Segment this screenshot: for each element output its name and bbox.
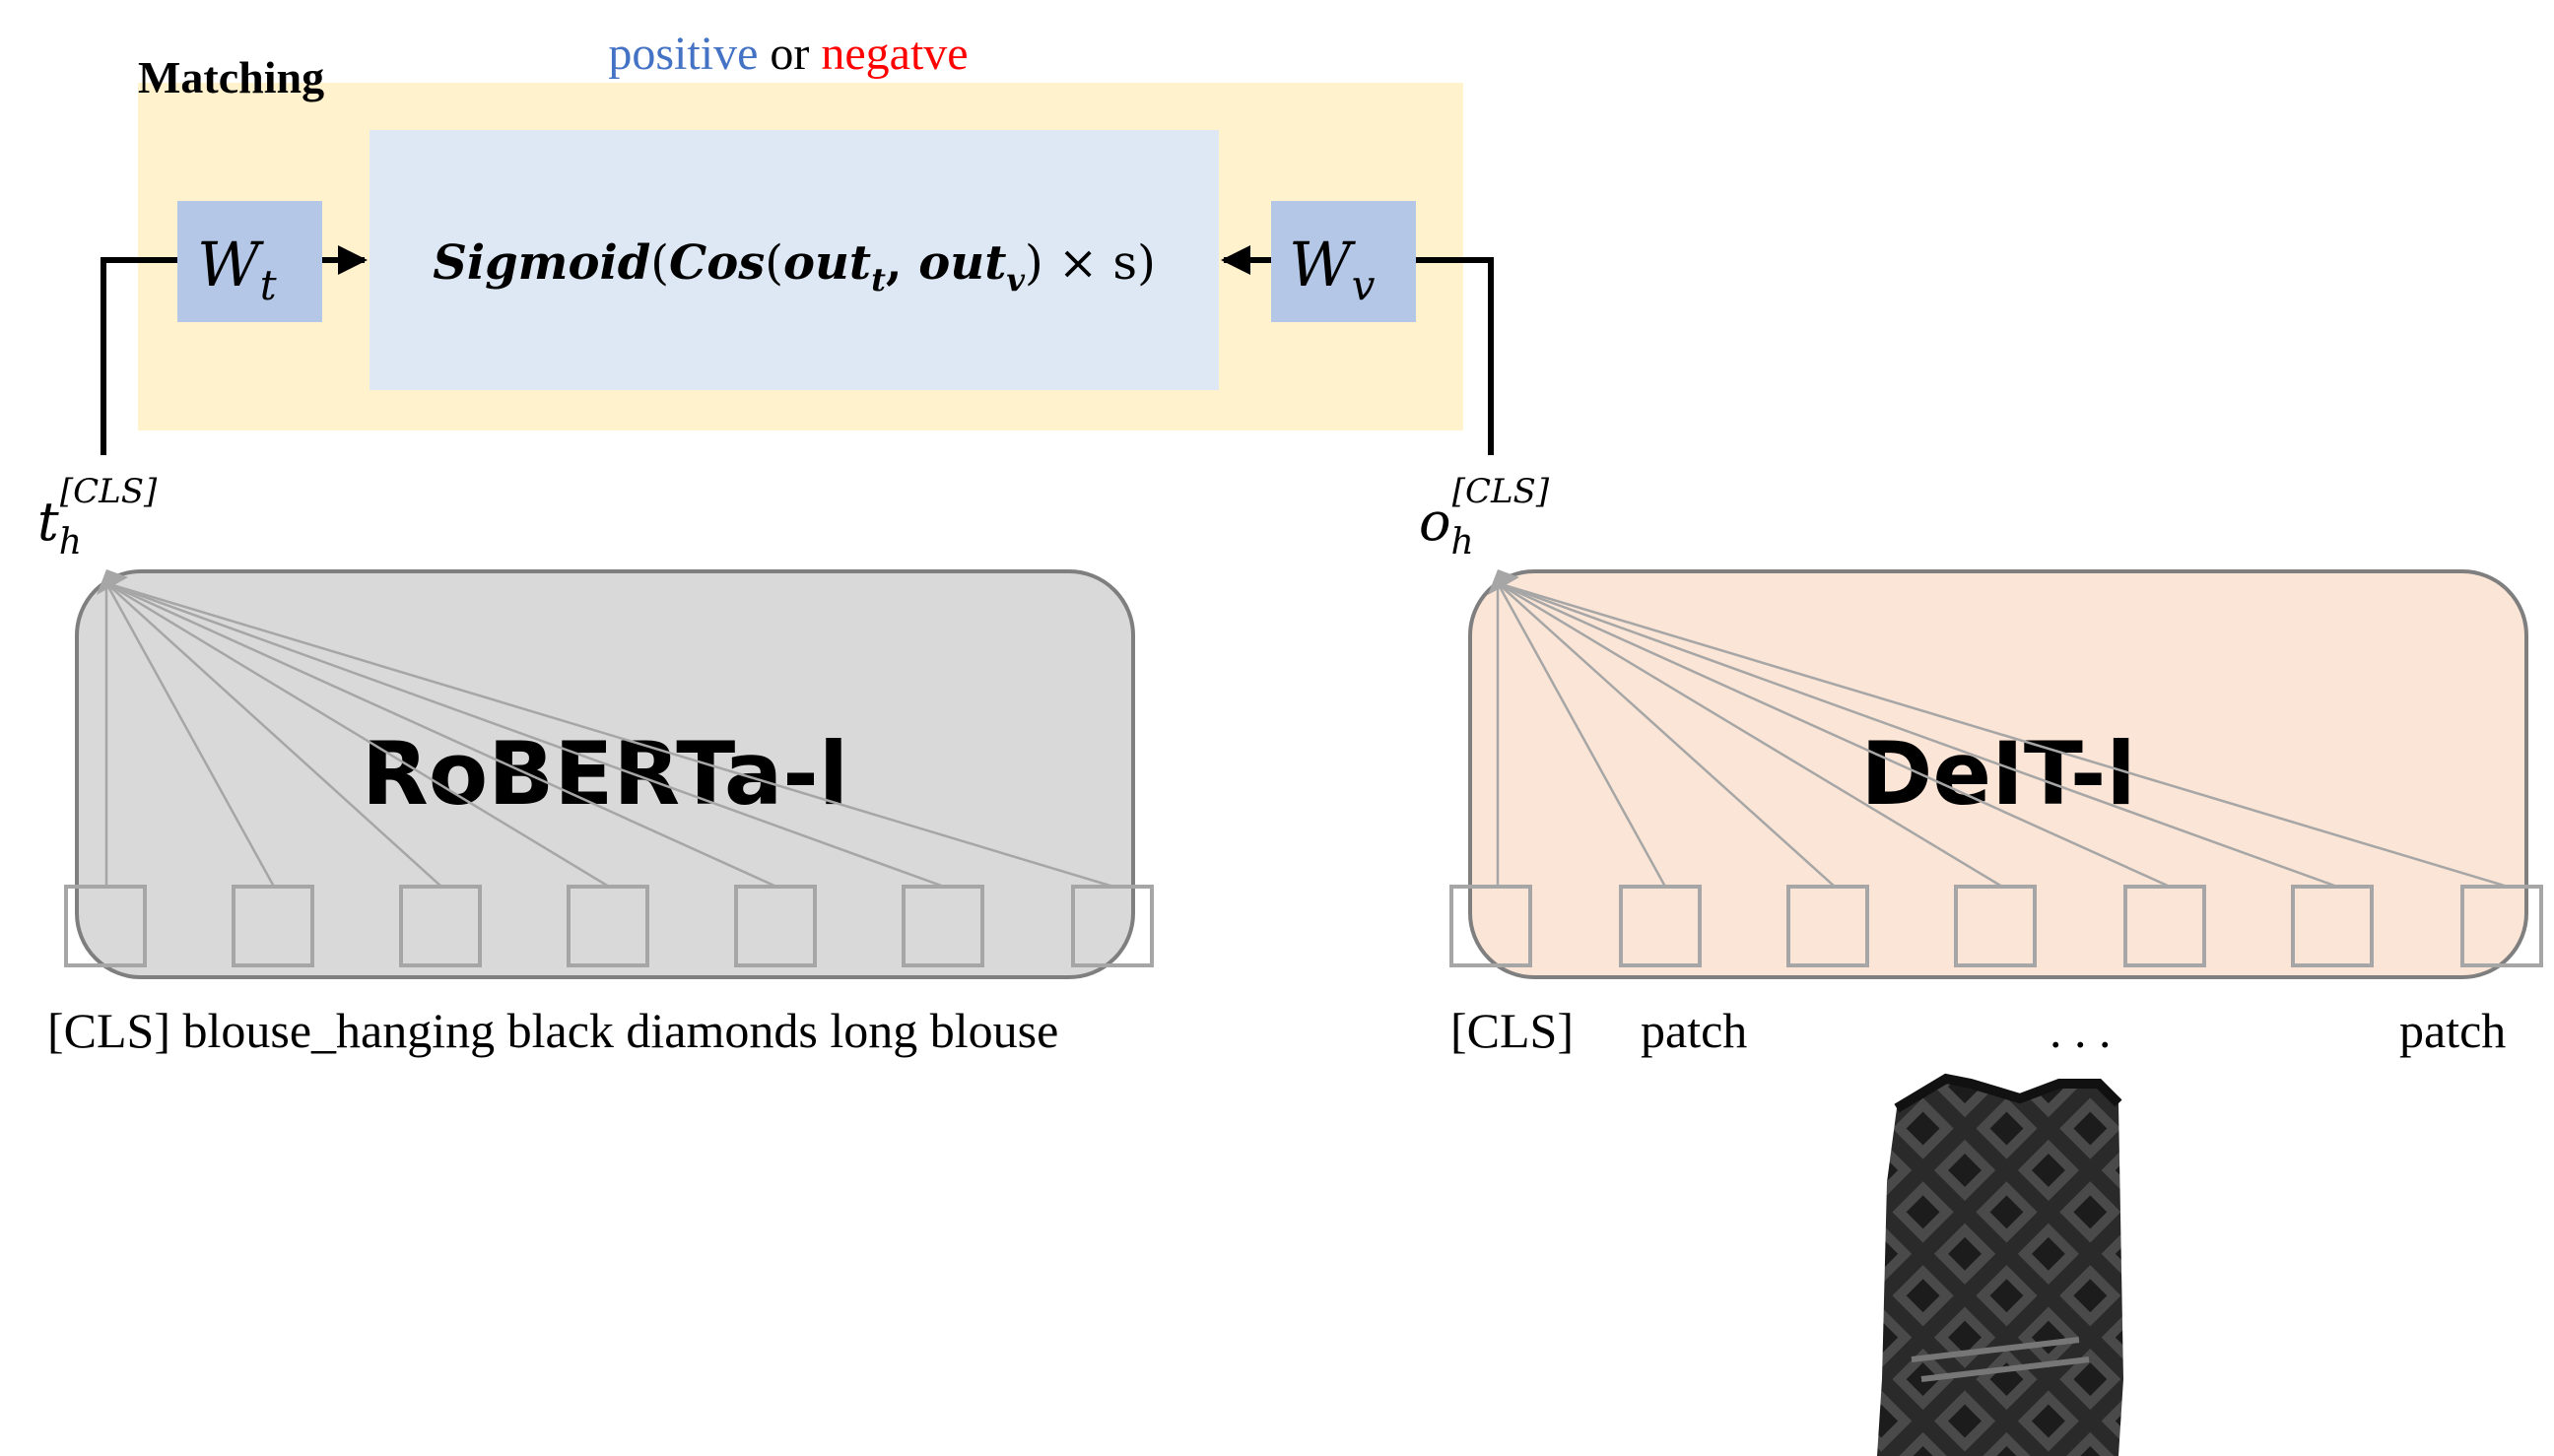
token-box bbox=[1954, 885, 2037, 967]
token-box bbox=[734, 885, 817, 967]
image-cls-arrowhead bbox=[1488, 569, 1519, 595]
token-box bbox=[1071, 885, 1154, 967]
output-label-or: or bbox=[770, 28, 809, 80]
image-token-patch-first: patch bbox=[1641, 1003, 1747, 1058]
text-encoder-box bbox=[75, 569, 1135, 979]
text-cls-arrowhead bbox=[97, 569, 128, 595]
token-box bbox=[2291, 885, 2374, 967]
text-input-caption: [CLS] blouse_hanging black diamonds long… bbox=[47, 1003, 1058, 1058]
image-token-row bbox=[1449, 885, 2543, 967]
output-label-positive: positive bbox=[608, 28, 758, 80]
image-cls-symbol: oh[CLS] bbox=[1419, 472, 1550, 563]
output-label: positive or negatve bbox=[608, 28, 968, 80]
image-encoder-box bbox=[1468, 569, 2528, 979]
token-box bbox=[1449, 885, 1532, 967]
output-label-negative: negatve bbox=[821, 28, 968, 80]
matching-title: Matching bbox=[138, 52, 324, 102]
image-encoder: DeIT-l [CLS] patch . . . patch bbox=[1449, 569, 2543, 1058]
text-cls-connector bbox=[101, 257, 177, 455]
image-token-ellipsis: . . . bbox=[2050, 1003, 2112, 1058]
token-box bbox=[232, 885, 314, 967]
text-cls-symbol: th[CLS] bbox=[37, 472, 158, 563]
blouse-image bbox=[1877, 1073, 2123, 1456]
image-attention-lines bbox=[1496, 581, 2509, 889]
text-encoder: RoBERTa-l [CLS] blouse_hanging black dia… bbox=[47, 569, 1154, 1058]
wt-label: Wt bbox=[197, 229, 277, 309]
formula-text: Sigmoid(Cos(outt, outv) × s) bbox=[433, 235, 1156, 298]
matching-module: Matching positive or negatve Sigmoid(Cos… bbox=[138, 28, 1463, 430]
token-box bbox=[1619, 885, 1702, 967]
wv-weight-box bbox=[1271, 201, 1416, 322]
formula-box bbox=[370, 130, 1219, 390]
token-box bbox=[1786, 885, 1869, 967]
image-cls-connector bbox=[1416, 257, 1494, 455]
text-token-row bbox=[64, 885, 1154, 967]
token-box bbox=[399, 885, 482, 967]
token-box bbox=[2123, 885, 2206, 967]
token-box bbox=[64, 885, 147, 967]
image-token-cls: [CLS] bbox=[1450, 1003, 1574, 1058]
text-attention-lines bbox=[104, 581, 1114, 889]
token-box bbox=[2460, 885, 2543, 967]
token-box bbox=[902, 885, 984, 967]
token-box bbox=[567, 885, 649, 967]
wv-label: Wv bbox=[1289, 229, 1376, 309]
image-encoder-name: DeIT-l bbox=[1860, 723, 2135, 825]
image-token-patch-last: patch bbox=[2399, 1003, 2506, 1058]
wt-weight-box bbox=[177, 201, 322, 322]
